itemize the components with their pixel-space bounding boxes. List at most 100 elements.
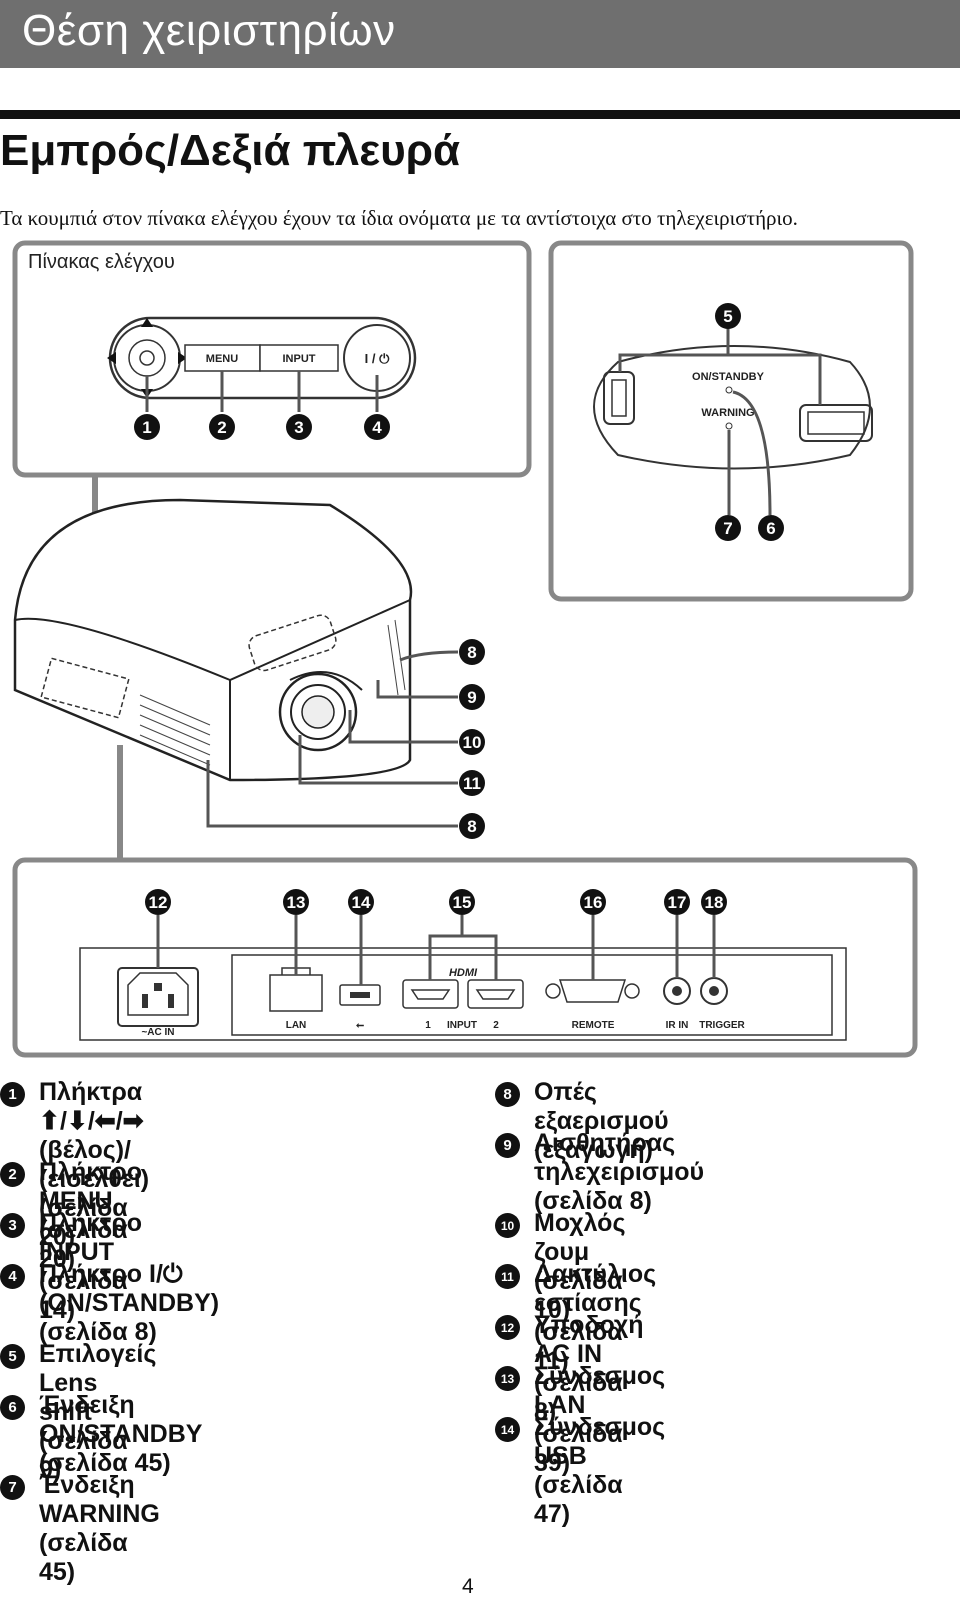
control-panel-inset: Πίνακας ελέγχου MENU INPUT I / ⏻ xyxy=(12,240,532,478)
callout-9: 9 xyxy=(459,684,485,710)
legend-number: 13 xyxy=(495,1366,520,1391)
legend-text: Οπές εξαερισμού (εξαγωγή) xyxy=(534,1078,669,1164)
ac-in-label: ~AC IN xyxy=(141,1027,174,1038)
section-title: Εμπρός/Δεξιά πλευρά xyxy=(0,126,461,175)
input-label: INPUT xyxy=(447,1020,477,1031)
input-1-label: 1 xyxy=(425,1020,431,1031)
legend-item-5: 5 Επιλογείς Lens shift (σελίδα 9) xyxy=(0,1340,156,1485)
ir-in-label: IR IN xyxy=(666,1020,689,1031)
callout-10: 10 xyxy=(459,729,485,755)
callout-12: 12 xyxy=(145,889,171,915)
legend-item-12: 12 Υποδοχή AC IN (σελίδα 8) xyxy=(495,1311,644,1427)
intro-text: Τα κουμπιά στον πίνακα ελέγχου έχουν τα … xyxy=(0,206,798,230)
page-title: Θέση χειριστηρίων xyxy=(22,6,396,55)
header-bar: Θέση χειριστηρίων xyxy=(0,0,960,68)
projector-body xyxy=(13,498,413,782)
callout-11: 11 xyxy=(459,770,485,796)
callout-7: 7 xyxy=(715,515,741,541)
callout-8-top: 8 xyxy=(459,639,485,665)
svg-text:1: 1 xyxy=(142,418,151,437)
legend-item-2: 2 Πλήκτρο MENU (σελίδα 20) xyxy=(0,1158,142,1274)
legend-text: Ένδειξη WARNING (σελίδα 45) xyxy=(39,1471,160,1586)
callout-6: 6 xyxy=(758,515,784,541)
legend-number: 7 xyxy=(0,1475,25,1500)
panel-label: Πίνακας ελέγχου xyxy=(28,251,175,273)
callout-13: 13 xyxy=(283,889,309,915)
callout-16: 16 xyxy=(580,889,606,915)
svg-text:18: 18 xyxy=(705,893,724,912)
legend-number: 3 xyxy=(0,1213,25,1238)
rear-panel-inset: ~AC IN LAN ⭠ HDMI 1 INPUT 2 REMOTE IR IN… xyxy=(12,857,918,1058)
legend-text: Πλήκτρα ⬆/⬇/⬅/➡ (βέλος)/ (εισέλθει)(σελί… xyxy=(39,1078,150,1251)
svg-text:6: 6 xyxy=(766,519,775,538)
hdmi-logo: HDMI xyxy=(449,967,478,979)
remote-label: REMOTE xyxy=(572,1020,615,1031)
svg-text:3: 3 xyxy=(294,418,303,437)
legend-text: Ένδειξη ON/STANDBY (σελίδα 45) xyxy=(39,1391,203,1477)
legend-number: 4 xyxy=(0,1264,25,1289)
legend-number: 11 xyxy=(495,1264,520,1289)
projector-diagram: Πίνακας ελέγχου MENU INPUT I / ⏻ ON/STAN… xyxy=(12,240,918,1058)
legend-item-10: 10 Μοχλός ζουμ (σελίδα 10) xyxy=(495,1209,625,1325)
callout-8-bottom: 8 xyxy=(459,813,485,839)
lan-label: LAN xyxy=(286,1020,307,1031)
legend-number: 14 xyxy=(495,1417,520,1442)
svg-text:15: 15 xyxy=(453,893,472,912)
svg-text:10: 10 xyxy=(463,733,482,752)
svg-text:4: 4 xyxy=(372,418,382,437)
svg-text:17: 17 xyxy=(668,893,687,912)
svg-text:7: 7 xyxy=(723,519,732,538)
legend-item-14: 14 Σύνδεσμος USB (σελίδα 47) xyxy=(495,1413,665,1529)
legend-item-1: 1 Πλήκτρα ⬆/⬇/⬅/➡ (βέλος)/ (εισέλθει)(σε… xyxy=(0,1078,149,1252)
svg-text:9: 9 xyxy=(467,688,476,707)
section-divider xyxy=(0,110,960,119)
legend-text: Πλήκτρο INPUT (σελίδα 14) xyxy=(39,1209,143,1324)
callout-2: 2 xyxy=(209,414,235,440)
legend-text: Πλήκτρο MENU (σελίδα 20) xyxy=(39,1158,143,1273)
svg-text:8: 8 xyxy=(467,643,476,662)
page-number: 4 xyxy=(462,1575,474,1598)
svg-text:8: 8 xyxy=(467,817,476,836)
menu-button-label: MENU xyxy=(206,353,238,365)
legend-number: 8 xyxy=(495,1082,520,1107)
legend-number: 2 xyxy=(0,1162,25,1187)
svg-text:2: 2 xyxy=(217,418,226,437)
callout-1: 1 xyxy=(134,414,160,440)
trigger-label: TRIGGER xyxy=(699,1020,745,1031)
legend-text: Επιλογείς Lens shift (σελίδα 9) xyxy=(39,1340,157,1484)
legend-number: 5 xyxy=(0,1344,25,1369)
legend-text: Σύνδεσμος LAN (σελίδα 39) xyxy=(534,1362,666,1477)
legend-item-7: 7 Ένδειξη WARNING (σελίδα 45) xyxy=(0,1471,160,1587)
legend-number: 9 xyxy=(495,1133,520,1158)
legend-text: Δακτύλιος εστίασης (σελίδα 11) xyxy=(534,1260,657,1375)
callout-18: 18 xyxy=(701,889,727,915)
legend-item-6: 6 Ένδειξη ON/STANDBY (σελίδα 45) xyxy=(0,1391,202,1478)
svg-text:12: 12 xyxy=(149,893,168,912)
legend-number: 12 xyxy=(495,1315,520,1340)
legend-item-8: 8 Οπές εξαερισμού (εξαγωγή) xyxy=(495,1078,669,1165)
legend-item-13: 13 Σύνδεσμος LAN (σελίδα 39) xyxy=(495,1362,665,1478)
legend-item-4: 4 Πλήκτρο I/⏻ (ON/STANDBY) (σελίδα 8) xyxy=(0,1260,219,1347)
on-standby-label: ON/STANDBY xyxy=(692,371,765,383)
svg-text:11: 11 xyxy=(463,774,481,793)
usb-label: ⭠ xyxy=(356,1020,364,1031)
legend-text: Υποδοχή AC IN (σελίδα 8) xyxy=(534,1311,644,1426)
power-button-label: I / ⏻ xyxy=(365,351,390,366)
legend-number: 6 xyxy=(0,1395,25,1420)
svg-text:14: 14 xyxy=(352,893,371,912)
callout-14: 14 xyxy=(348,889,374,915)
indicator-inset: ON/STANDBY WARNING xyxy=(548,240,914,602)
svg-text:5: 5 xyxy=(723,307,732,326)
legend-text: Αισθητήρας τηλεχειρισμού (σελίδα 8) xyxy=(534,1129,705,1215)
legend-item-3: 3 Πλήκτρο INPUT (σελίδα 14) xyxy=(0,1209,142,1325)
callout-4: 4 xyxy=(364,414,390,440)
warning-label: WARNING xyxy=(701,407,754,419)
callout-5: 5 xyxy=(715,303,741,329)
callout-15: 15 xyxy=(449,889,475,915)
legend-text: Πλήκτρο I/⏻ (ON/STANDBY) (σελίδα 8) xyxy=(39,1260,220,1346)
legend-number: 10 xyxy=(495,1213,520,1238)
svg-text:13: 13 xyxy=(287,893,306,912)
callout-17: 17 xyxy=(664,889,690,915)
legend-text: Σύνδεσμος USB (σελίδα 47) xyxy=(534,1413,666,1528)
svg-text:16: 16 xyxy=(584,893,603,912)
